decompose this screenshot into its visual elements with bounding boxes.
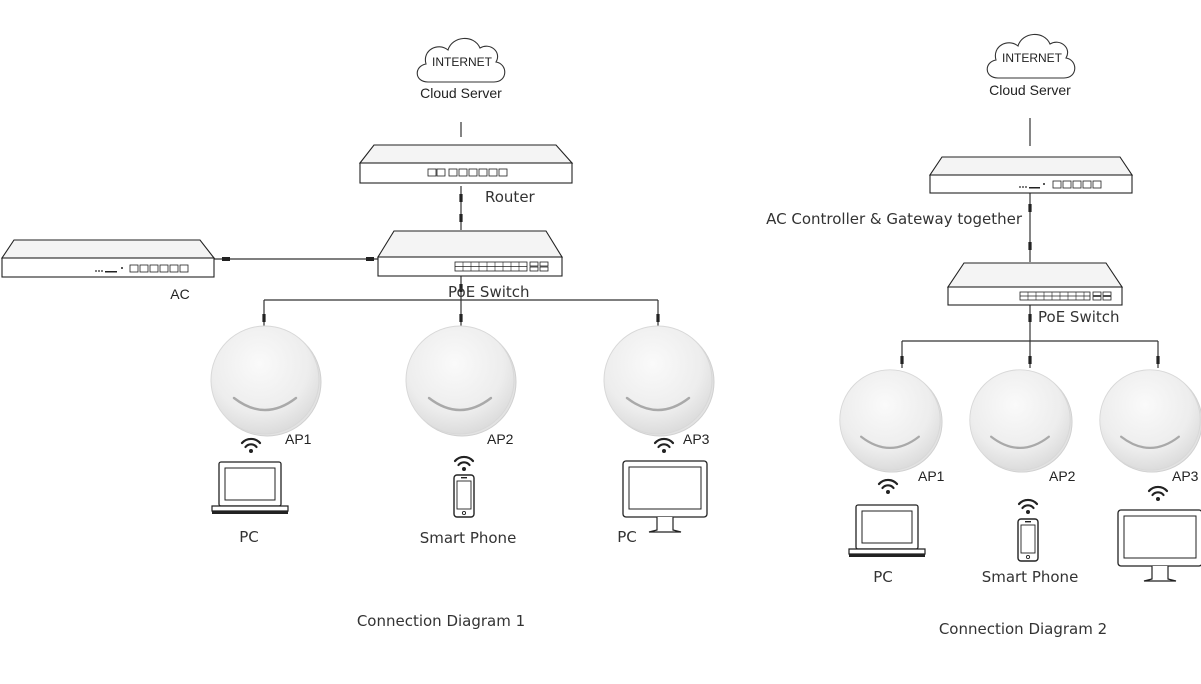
desktop-monitor-icon bbox=[622, 460, 708, 533]
ap1-label: AP1 bbox=[918, 468, 945, 484]
switch-ports bbox=[1019, 291, 1112, 301]
ap2-label: AP2 bbox=[487, 431, 514, 447]
pc-label: PC bbox=[873, 568, 893, 586]
pc-label: PC bbox=[617, 528, 637, 546]
router-ports bbox=[427, 168, 508, 177]
cloud-icon: INTERNET bbox=[416, 37, 506, 83]
access-point-icon bbox=[838, 368, 944, 474]
cloud-internet-text: INTERNET bbox=[432, 55, 493, 69]
ap2-label: AP2 bbox=[1049, 468, 1076, 484]
ac-ports bbox=[95, 264, 189, 273]
diagram-caption: Connection Diagram 1 bbox=[357, 612, 525, 630]
wifi-icon bbox=[1147, 485, 1169, 503]
laptop-icon bbox=[211, 461, 289, 515]
access-point-icon bbox=[1098, 368, 1201, 474]
pc-label: PC bbox=[239, 528, 259, 546]
access-point-icon bbox=[209, 324, 323, 438]
access-point-icon bbox=[602, 324, 716, 438]
ap3-label: AP3 bbox=[683, 431, 710, 447]
diagram-1: INTERNET Cloud Server Router bbox=[0, 37, 716, 630]
wifi-icon bbox=[653, 437, 675, 455]
cloud-server-label: Cloud Server bbox=[989, 82, 1071, 98]
ac-label: AC bbox=[170, 286, 189, 302]
access-point-icon bbox=[404, 324, 518, 438]
desktop-monitor-icon bbox=[1117, 509, 1201, 582]
access-point-icon bbox=[968, 368, 1074, 474]
wifi-icon bbox=[240, 437, 262, 455]
diagram-caption: Connection Diagram 2 bbox=[939, 620, 1107, 638]
ap3-label: AP3 bbox=[1172, 468, 1199, 484]
gateway-label: AC Controller & Gateway together bbox=[766, 210, 1023, 228]
smartphone-icon bbox=[453, 474, 475, 518]
smartphone-icon bbox=[1017, 518, 1039, 562]
wifi-icon bbox=[453, 455, 475, 473]
laptop-icon bbox=[848, 504, 926, 558]
poe-switch-icon bbox=[946, 262, 1124, 306]
diagram1-wires bbox=[211, 122, 660, 326]
cloud-icon: INTERNET bbox=[986, 33, 1076, 79]
diagram-2: INTERNET Cloud Server AC Controller & Ga… bbox=[766, 33, 1201, 638]
smart-phone-label: Smart Phone bbox=[420, 529, 517, 547]
poe-switch-label: PoE Switch bbox=[1038, 308, 1120, 326]
diagram2-wires bbox=[900, 118, 1160, 368]
router-label: Router bbox=[485, 188, 536, 206]
poe-switch-icon bbox=[377, 230, 563, 277]
ac-controller-icon bbox=[0, 239, 216, 278]
ap1-label: AP1 bbox=[285, 431, 312, 447]
switch-ports bbox=[454, 261, 549, 272]
wifi-icon bbox=[1017, 498, 1039, 516]
cloud-internet-text: INTERNET bbox=[1002, 51, 1063, 65]
cloud-server-label: Cloud Server bbox=[420, 85, 502, 101]
poe-switch-label: PoE Switch bbox=[448, 283, 530, 301]
smart-phone-label: Smart Phone bbox=[982, 568, 1079, 586]
gateway-ports bbox=[1019, 180, 1102, 189]
router-icon bbox=[358, 144, 574, 184]
ac-gateway-icon bbox=[928, 156, 1134, 194]
wifi-icon bbox=[877, 478, 899, 496]
